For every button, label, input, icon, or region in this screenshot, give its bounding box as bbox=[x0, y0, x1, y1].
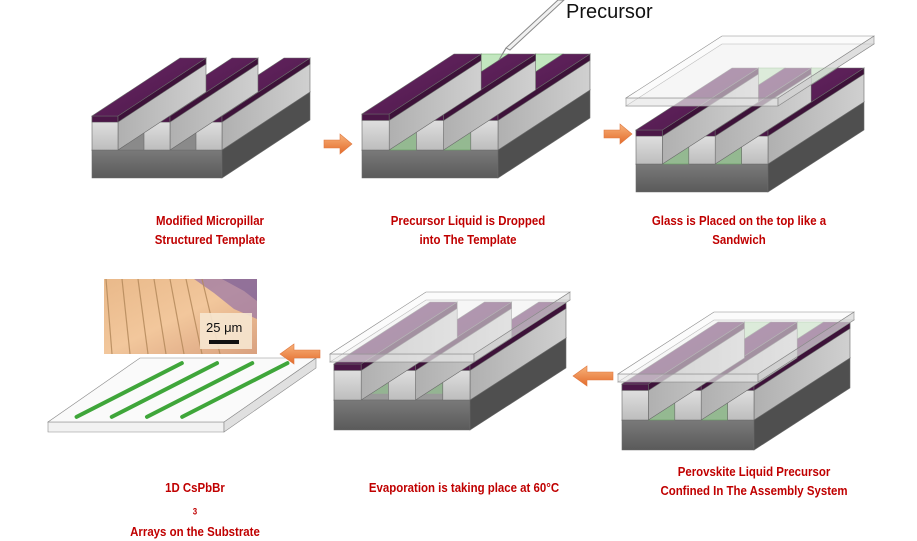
step-5-caption: Evaporation is taking place at 60°C bbox=[368, 480, 560, 495]
glass-front bbox=[329, 353, 475, 363]
base-front bbox=[91, 149, 223, 179]
orange-left-arrow-icon bbox=[572, 365, 614, 387]
pipette-icon bbox=[498, 0, 565, 61]
glass-front bbox=[617, 373, 759, 383]
liquid-block bbox=[360, 53, 592, 179]
evaporation-block bbox=[328, 291, 572, 431]
base-front bbox=[361, 149, 499, 179]
pillar-cap-front bbox=[333, 363, 362, 371]
orange-right-arrow-icon bbox=[603, 123, 633, 145]
glass-top bbox=[616, 311, 856, 375]
scale-bar bbox=[209, 340, 239, 344]
pillar-cap-front bbox=[621, 383, 649, 391]
sandwich-block bbox=[624, 35, 876, 193]
nanowire-array-line bbox=[74, 361, 184, 419]
nanowire-array-line bbox=[180, 361, 290, 419]
base-front bbox=[635, 163, 769, 193]
orange-left-arrow-icon bbox=[279, 343, 321, 365]
pillar-cap-front bbox=[361, 113, 390, 121]
pillar-top bbox=[90, 57, 208, 117]
precursor-label: Precursor bbox=[566, 1, 653, 23]
pillar-top bbox=[360, 53, 483, 115]
nanowire-array-line bbox=[144, 361, 255, 419]
process-diagram bbox=[47, 0, 876, 451]
substrate-with-arrays bbox=[47, 357, 317, 433]
glass-top bbox=[624, 35, 876, 99]
glass-top bbox=[328, 291, 572, 355]
pillar-cap-front bbox=[91, 115, 119, 123]
pillar-top bbox=[620, 321, 746, 385]
nanowire-array-line bbox=[109, 361, 220, 419]
substrate-front bbox=[47, 421, 225, 433]
template-block bbox=[90, 57, 312, 179]
confined-block bbox=[616, 311, 856, 451]
pillar-cap-front bbox=[635, 129, 663, 137]
pillar-top bbox=[332, 301, 459, 365]
orange-right-arrow-icon bbox=[323, 133, 353, 155]
scale-bar-label: 25 μm bbox=[206, 320, 243, 335]
base-front bbox=[621, 419, 755, 451]
base-front bbox=[333, 399, 471, 431]
glass-front bbox=[625, 97, 779, 107]
